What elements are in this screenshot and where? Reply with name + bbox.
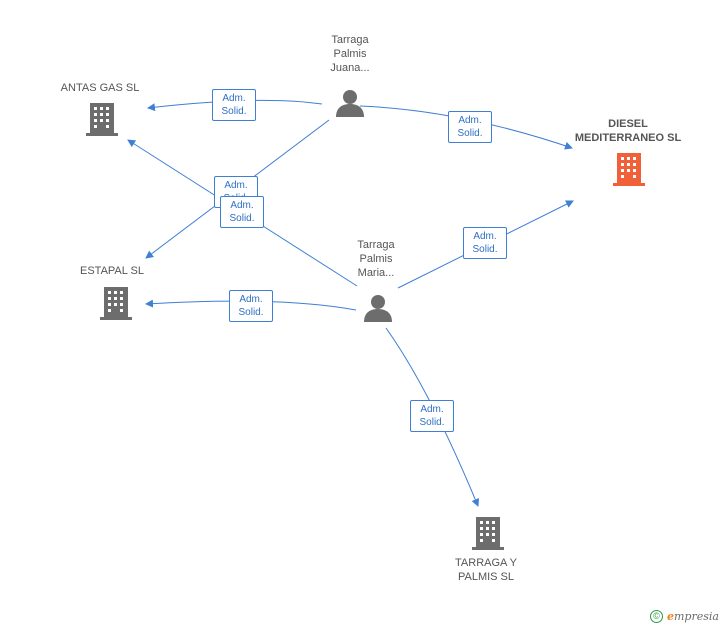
person-label-juana[interactable]: Tarraga Palmis Juana... (330, 34, 370, 74)
copyright-icon: © (650, 610, 663, 623)
person-icon[interactable] (363, 293, 393, 323)
company-label-antas-gas[interactable]: ANTAS GAS SL (60, 82, 140, 94)
building-icon[interactable] (86, 101, 118, 137)
empresia-logo: empresia (667, 610, 719, 623)
edge-label-juana-antas[interactable]: Adm.Solid. (212, 89, 256, 121)
company-label-tarraga-y-palmis[interactable]: TARRAGA Y PALMIS SL (455, 557, 517, 583)
edge-label-juana-diesel[interactable]: Adm.Solid. (448, 111, 492, 143)
company-label-diesel-mediterraneo[interactable]: DIESEL MEDITERRANEO SL (574, 118, 682, 144)
building-icon[interactable] (472, 515, 504, 551)
edge-label-maria-diesel[interactable]: Adm.Solid. (463, 227, 507, 259)
company-label-estapal[interactable]: ESTAPAL SL (80, 265, 144, 277)
person-label-maria[interactable]: Tarraga Palmis Maria... (357, 239, 395, 279)
edge-label-maria-tarraga-y-palmis[interactable]: Adm.Solid. (410, 400, 454, 432)
edge-label-maria-estapal[interactable]: Adm.Solid. (229, 290, 273, 322)
edge-label-maria-antas[interactable]: Adm.Solid. (220, 196, 264, 228)
person-icon[interactable] (335, 88, 365, 118)
copyright-notice: © empresia (650, 610, 719, 623)
building-icon[interactable] (613, 151, 645, 187)
building-icon[interactable] (100, 285, 132, 321)
